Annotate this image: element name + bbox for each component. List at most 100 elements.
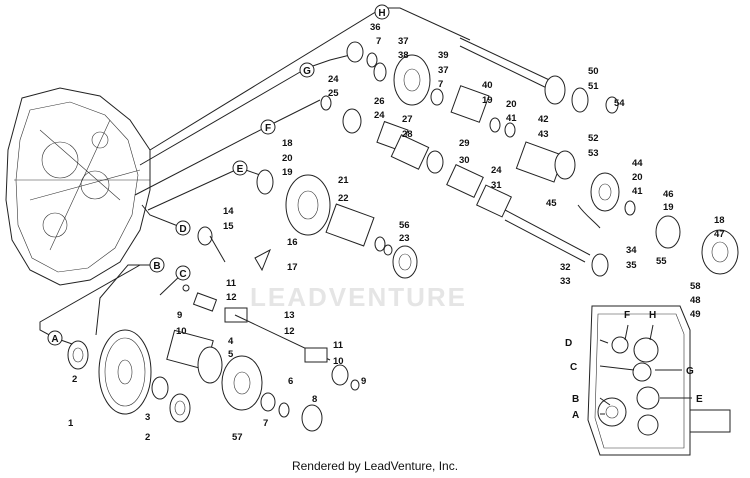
part-label-42: 42: [538, 114, 549, 125]
part-label-56: 56: [399, 220, 410, 231]
part-label-16: 16: [287, 237, 298, 248]
part-label-12b: 12: [284, 326, 295, 337]
part-label-44: 44: [632, 158, 643, 169]
part-label-13: 13: [284, 310, 295, 321]
part-label-47: 47: [714, 229, 725, 240]
part-label-22: 22: [338, 193, 349, 204]
part-label-20b: 20: [506, 99, 517, 110]
part-label-35: 35: [626, 260, 637, 271]
part-label-36: 36: [370, 22, 381, 33]
part-label-11b: 11: [333, 340, 344, 351]
part-label-3: 3: [145, 412, 150, 423]
part-label-10: 10: [176, 326, 187, 337]
inset-letter-b: B: [572, 394, 579, 405]
part-label-33: 33: [560, 276, 571, 287]
inset-letter-e: E: [696, 394, 703, 405]
inset-letter-a: A: [572, 410, 579, 421]
letter-b: B: [153, 261, 160, 272]
part-label-39: 39: [438, 50, 449, 61]
part-label-10b: 10: [333, 356, 344, 367]
part-label-48: 48: [690, 295, 701, 306]
part-label-37b: 37: [438, 65, 449, 76]
part-label-24c: 24: [491, 165, 502, 176]
inset-letter-d: D: [565, 338, 572, 349]
part-label-24b: 24: [374, 110, 385, 121]
part-label-41b: 41: [632, 186, 643, 197]
letter-a: A: [51, 334, 58, 345]
letter-g: G: [303, 66, 311, 77]
shaft-a-group: [67, 329, 223, 423]
part-label-18b: 18: [714, 215, 725, 226]
part-label-17: 17: [287, 262, 298, 273]
letter-h: H: [378, 8, 385, 19]
part-label-30: 30: [459, 155, 470, 166]
part-label-7b: 7: [376, 36, 381, 47]
part-label-23: 23: [399, 233, 410, 244]
part-label-27: 27: [402, 114, 413, 125]
part-label-15: 15: [223, 221, 234, 232]
part-label-9: 9: [177, 310, 182, 321]
part-label-31: 31: [491, 180, 502, 191]
inset-letter-g: G: [686, 366, 694, 377]
part-label-58: 58: [690, 281, 701, 292]
part-label-21: 21: [338, 175, 349, 186]
part-label-32: 32: [560, 262, 571, 273]
shift-fork-group: [182, 284, 360, 432]
part-label-5: 5: [228, 349, 234, 360]
inset-letter-f: F: [624, 310, 630, 321]
part-label-7: 7: [263, 418, 268, 429]
part-label-49: 49: [690, 309, 701, 320]
part-label-6: 6: [288, 376, 293, 387]
inset-letter-labels: A B C D E F G H: [565, 310, 703, 421]
part-label-20: 20: [282, 153, 293, 164]
footer-credit: Rendered by LeadVenture, Inc.: [291, 459, 459, 473]
inset-letter-h: H: [649, 310, 656, 321]
part-label-43: 43: [538, 129, 549, 140]
part-label-7c: 7: [438, 79, 443, 90]
part-label-1: 1: [68, 418, 74, 429]
part-label-40: 40: [482, 80, 493, 91]
section-letter-callouts: H G F E D C B A: [47, 4, 390, 346]
part-label-51: 51: [588, 81, 599, 92]
part-label-19b: 19: [482, 95, 493, 106]
part-label-50: 50: [588, 66, 599, 77]
part-label-34: 34: [626, 245, 637, 256]
part-label-9b: 9: [361, 376, 366, 387]
shaft-g-group: [320, 95, 609, 277]
part-label-45: 45: [546, 198, 557, 209]
part-label-20c: 20: [632, 172, 643, 183]
part-label-18: 18: [282, 138, 293, 149]
part-label-41: 41: [506, 113, 517, 124]
shaft-def-group: [197, 169, 418, 279]
letter-c: C: [179, 269, 186, 280]
letter-d: D: [179, 224, 186, 235]
inset-case-diagram: [587, 305, 731, 456]
part-label-8: 8: [312, 394, 317, 405]
part-label-24: 24: [328, 74, 339, 85]
part-label-55: 55: [656, 256, 667, 267]
part-label-2b: 2: [145, 432, 150, 443]
part-label-54: 54: [614, 98, 625, 109]
part-label-46: 46: [663, 189, 674, 200]
part-label-12: 12: [226, 292, 237, 303]
transmission-housing: [5, 87, 151, 286]
part-label-28: 28: [402, 129, 413, 140]
inset-letter-c: C: [570, 362, 577, 373]
part-label-38: 38: [398, 50, 409, 61]
part-label-52: 52: [588, 133, 599, 144]
shaft-h-group: [346, 37, 739, 275]
part-label-11: 11: [226, 278, 237, 289]
part-label-26: 26: [374, 96, 385, 107]
letter-e: E: [237, 164, 244, 175]
part-label-2: 2: [72, 374, 77, 385]
part-label-29: 29: [459, 138, 470, 149]
part-label-14: 14: [223, 206, 234, 217]
part-label-19: 19: [282, 167, 293, 178]
part-label-25: 25: [328, 88, 339, 99]
part-label-57: 57: [232, 432, 243, 443]
part-label-4: 4: [228, 336, 234, 347]
part-number-callouts: 1 2 2 3 4 5 6 7 8 9 10 11 12 13 12 11 10…: [68, 22, 725, 443]
letter-f: F: [265, 123, 271, 134]
part-label-37: 37: [398, 36, 409, 47]
